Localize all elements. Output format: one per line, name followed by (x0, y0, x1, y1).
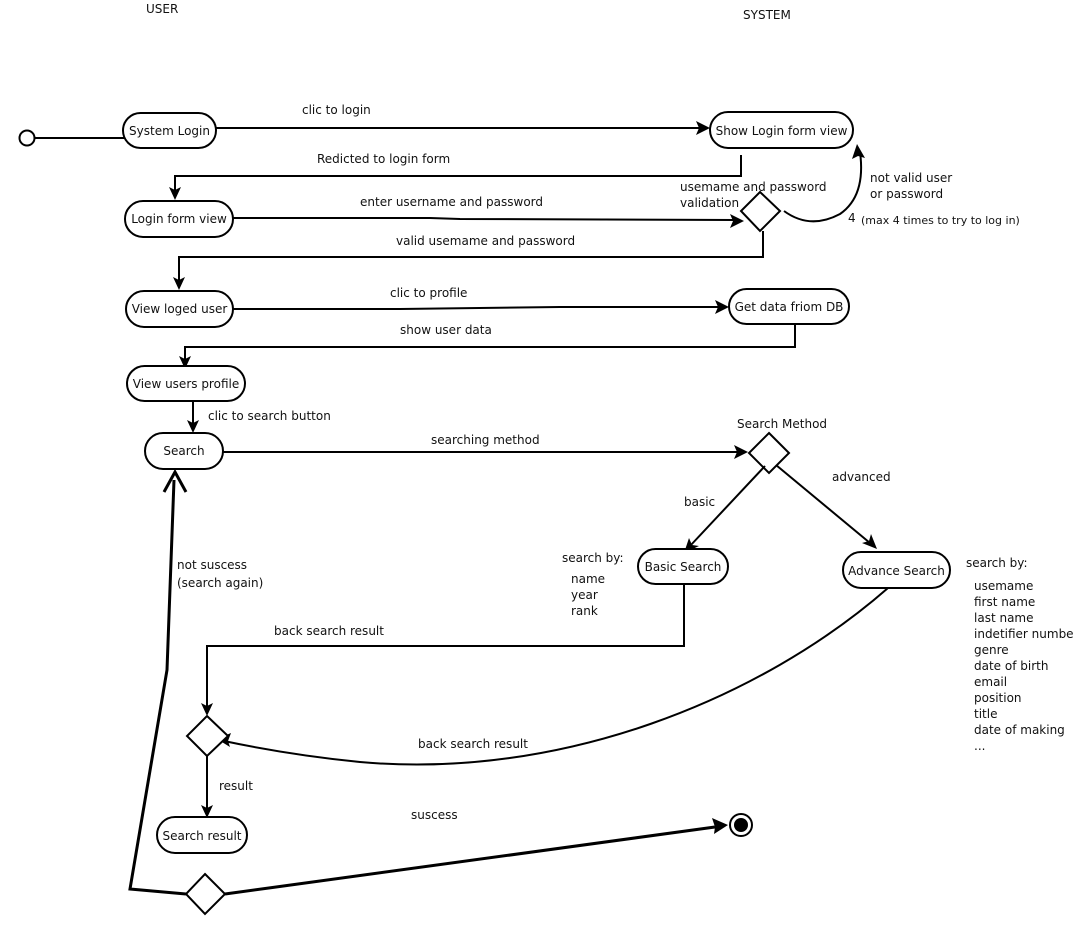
advanced-search-by-item: ... (974, 739, 985, 753)
node-show-login-form-label: Show Login form view (716, 124, 848, 138)
initial-node (18, 129, 36, 147)
arrowhead (730, 214, 744, 228)
decision-result-merge[interactable] (185, 714, 230, 758)
node-view-users-profile[interactable] (126, 365, 246, 402)
edge-basic (689, 465, 766, 547)
node-get-data-db[interactable] (728, 288, 850, 325)
edge-back-search-result-basic (206, 584, 685, 708)
basic-search-by-title: search by: (562, 551, 624, 565)
decision-validation-label-2: validation (680, 196, 739, 210)
advanced-search-by-list: search by: usemame first name last name … (966, 556, 1073, 753)
swimlane-user-label: USER (146, 2, 178, 16)
edge-not-valid (783, 151, 863, 223)
node-login-form-view-label: Login form view (131, 212, 227, 226)
node-system-login[interactable] (122, 112, 217, 149)
node-advance-search-label: Advance Search (848, 564, 945, 578)
node-search-result[interactable] (156, 816, 248, 854)
edge-clic-to-profile (233, 306, 720, 310)
edge-valid-credentials (178, 231, 764, 282)
edge-back-search-result-advanced (223, 587, 889, 766)
edge-advanced (775, 464, 871, 544)
advanced-search-by-item: email (974, 675, 1007, 689)
edge-label-show-user-data: show user data (400, 323, 492, 337)
node-advance-search[interactable] (842, 551, 951, 589)
arrowhead (715, 300, 729, 314)
swimlane-system-label: SYSTEM (743, 8, 791, 22)
edge-label-retry-count: 4 (848, 211, 856, 225)
arrowhead (201, 805, 213, 818)
edge-label-back-search-result-advanced: back search result (418, 737, 528, 751)
edge-label-advanced: advanced (832, 470, 891, 484)
edge-not-success (128, 479, 187, 896)
edge-label-not-success-1: not suscess (177, 558, 247, 572)
node-system-login-label: System Login (129, 124, 210, 138)
arrowhead (179, 356, 191, 369)
decision-success[interactable] (184, 872, 227, 916)
node-view-users-profile-label: View users profile (133, 377, 239, 391)
edge-show-user-data (184, 324, 796, 362)
edge-label-not-valid-1: not valid user (870, 171, 952, 185)
arrowhead (187, 420, 199, 433)
decision-search-method-label: Search Method (737, 417, 827, 431)
arrowhead (169, 187, 181, 200)
basic-search-by-item: rank (571, 604, 598, 618)
arrowhead (734, 445, 748, 459)
advanced-search-by-title: search by: (966, 556, 1028, 570)
advanced-search-by-item: date of birth (974, 659, 1048, 673)
node-search-label: Search (163, 444, 204, 458)
final-node-core (734, 818, 748, 832)
edge-label-redicted: Redicted to login form (317, 152, 450, 166)
edge-label-not-success-2: (search again) (177, 576, 263, 590)
edge-label-back-search-result-basic: back search result (274, 624, 384, 638)
edge-label-result: result (219, 779, 253, 793)
edge-label-clic-to-login: clic to login (302, 103, 371, 117)
basic-search-by-item: name (571, 572, 605, 586)
advanced-search-by-item: first name (974, 595, 1035, 609)
arrowhead (862, 534, 877, 549)
node-search-result-label: Search result (163, 829, 242, 843)
advanced-search-by-item: date of making (974, 723, 1065, 737)
edge-label-not-valid-2: or password (870, 187, 943, 201)
edge-label-clic-to-profile: clic to profile (390, 286, 467, 300)
advanced-search-by-item: indetifier number (974, 627, 1073, 641)
edge-label-enter-credentials: enter username and password (360, 195, 543, 209)
advanced-search-by-item: position (974, 691, 1022, 705)
edge-label-success: suscess (411, 808, 458, 822)
arrowhead (852, 144, 865, 159)
advanced-search-by-item: usemame (974, 579, 1033, 593)
node-basic-search-label: Basic Search (645, 560, 722, 574)
edge-label-retry-note: (max 4 times to try to log in) (861, 214, 1020, 227)
advanced-search-by-item: title (974, 707, 997, 721)
arrowhead (696, 121, 710, 135)
edge-enter-credentials (233, 217, 736, 221)
decision-credential-validation[interactable] (739, 190, 782, 233)
arrowhead (162, 468, 188, 493)
node-get-data-db-label: Get data friom DB (735, 300, 844, 314)
node-view-loged-user-label: View loged user (132, 302, 228, 316)
basic-search-by-list: search by: name year rank (562, 551, 624, 618)
arrowhead (201, 703, 213, 716)
decision-search-method[interactable] (747, 431, 791, 475)
edge-label-basic: basic (684, 495, 715, 509)
arrowhead (173, 277, 185, 290)
edge-label-valid-credentials: valid usemame and password (396, 234, 575, 248)
node-show-login-form[interactable] (709, 111, 854, 149)
decision-validation-label-1: usemame and password (680, 180, 827, 194)
edge-label-searching-method: searching method (431, 433, 540, 447)
basic-search-by-item: year (571, 588, 598, 602)
edge-success (224, 825, 716, 896)
advanced-search-by-item: genre (974, 643, 1009, 657)
edge-label-clic-to-search: clic to search button (208, 409, 331, 423)
advanced-search-by-item: last name (974, 611, 1034, 625)
arrowhead (712, 818, 728, 834)
edge-redicted (174, 155, 742, 192)
